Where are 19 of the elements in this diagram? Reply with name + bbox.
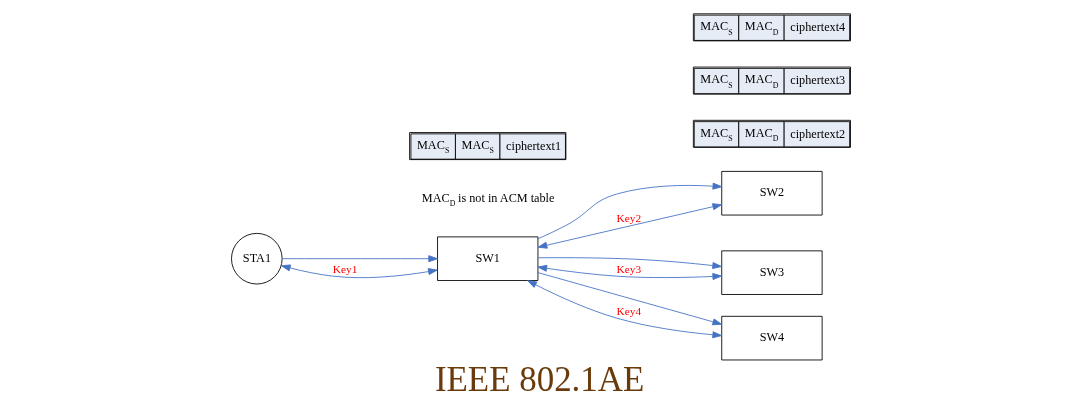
arrow: [537, 257, 722, 269]
node-box: SW4: [720, 315, 823, 361]
diagram-title: IEEE 802.1AE: [434, 360, 644, 400]
arrow: [537, 203, 722, 249]
arrow: [280, 264, 438, 279]
arrow: [537, 264, 722, 280]
arrow: [281, 255, 438, 263]
edge-label: Key2: [616, 211, 641, 224]
arrow: [526, 280, 722, 339]
node-circle: STA1: [230, 232, 283, 285]
edge-label: Key1: [332, 263, 357, 276]
node-box: SW1: [436, 236, 538, 281]
edge-label: Key4: [616, 304, 641, 317]
edge-label: Key3: [616, 263, 641, 276]
arrow: [537, 272, 722, 326]
node-label: MAC$_{D}$ is not in ACM table: [421, 190, 554, 209]
node-box: SW3: [720, 250, 823, 295]
arrow: [537, 182, 722, 240]
node-box: SW2: [720, 170, 823, 216]
